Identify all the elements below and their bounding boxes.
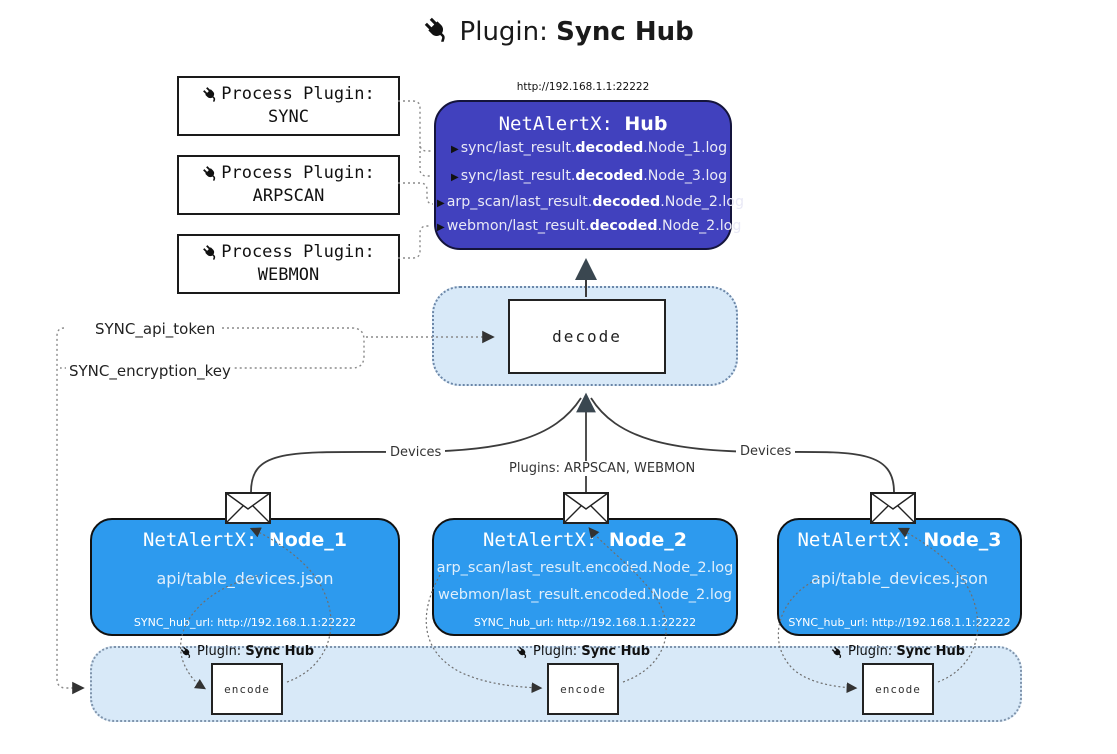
envelope-icon [870,492,916,524]
hub-url-label: http://192.168.1.1:22222 [516,81,650,93]
process-plugin-label: Process Plugin: [221,163,375,184]
node-file: api/table_devices.json [810,569,988,588]
node-hub-url: SYNC_hub_url: http://192.168.1.1:22222 [473,616,697,629]
node-hub-url: SYNC_hub_url: http://192.168.1.1:22222 [133,616,357,629]
process-plugin-name: SYNC [268,107,309,127]
plug-icon [516,646,526,659]
hub-log-line: ▶arp_scan/last_result.decoded.Node_2.log [437,194,744,210]
plug-icon [831,646,841,659]
plug-icon [425,17,446,42]
node-file: api/table_devices.json [156,569,334,588]
title-prefix: Plugin: [459,17,548,47]
process-plugin-name: ARPSCAN [252,186,325,206]
encoder-label: Plugin: Sync Hub [162,644,332,659]
hub-box: NetAlertX: Hub ▶sync/last_result.decoded… [434,100,744,250]
node-2-box: NetAlertX: Node_2 arp_scan/last_result.e… [432,518,738,636]
page-title: Plugin: Sync Hub [0,16,1117,47]
arrow-right-icon: ▶ [451,172,459,183]
node-title: NetAlertX: Node_1 [142,529,347,551]
title-name: Sync Hub [556,17,694,47]
plug-icon [203,87,216,102]
plugins-mid-label: Plugins: ARPSCAN, WEBMON [505,461,700,476]
process-plugin-label: Process Plugin: [221,242,375,263]
process-plugin-label: Process Plugin: [221,84,375,105]
encode-box: encode [211,663,283,715]
envelope-icon [563,492,609,524]
hub-title: NetAlertX: Hub [436,113,730,135]
plug-icon [203,166,216,181]
process-plugin-arpscan: Process Plugin: ARPSCAN [177,155,400,215]
plug-icon [180,646,190,659]
encoder-label: Plugin: Sync Hub [498,644,668,659]
node-title: NetAlertX: Node_2 [482,529,687,551]
envelope-icon [225,492,271,524]
encoder-label: Plugin: Sync Hub [813,644,983,659]
encode-box: encode [547,663,619,715]
hub-name-prefix: NetAlertX: [498,113,613,135]
hub-log-line: ▶webmon/last_result.decoded.Node_2.log [437,218,742,234]
process-plugin-sync: Process Plugin: SYNC [177,76,400,136]
hub-log-line: ▶sync/last_result.decoded.Node_1.log [451,140,728,156]
process-plugin-webmon: Process Plugin: WEBMON [177,234,400,294]
node-3-box: NetAlertX: Node_3 api/table_devices.json… [777,518,1022,636]
arrow-right-icon: ▶ [437,198,445,209]
devices-left-label: Devices [386,445,446,460]
hub-log-line: ▶sync/last_result.decoded.Node_3.log [451,168,728,184]
arrow-right-icon: ▶ [437,222,445,233]
process-plugin-name: WEBMON [257,265,320,285]
plug-icon [203,245,216,260]
node-1-box: NetAlertX: Node_1 api/table_devices.json… [90,518,400,636]
node-title: NetAlertX: Node_3 [797,529,1002,551]
decode-box: decode [508,299,666,374]
node-file: arp_scan/last_result.encoded.Node_2.log [436,560,734,576]
node-hub-url: SYNC_hub_url: http://192.168.1.1:22222 [788,616,1011,629]
encode-box: encode [862,663,934,715]
devices-right-label: Devices [736,444,796,459]
arrow-right-icon: ▶ [451,144,459,155]
hub-name: Hub [624,113,668,135]
sync-encryption-key-label: SYNC_encryption_key [66,362,234,380]
sync-api-token-label: SYNC_api_token [92,320,219,338]
node-file: webmon/last_result.encoded.Node_2.log [437,587,732,603]
